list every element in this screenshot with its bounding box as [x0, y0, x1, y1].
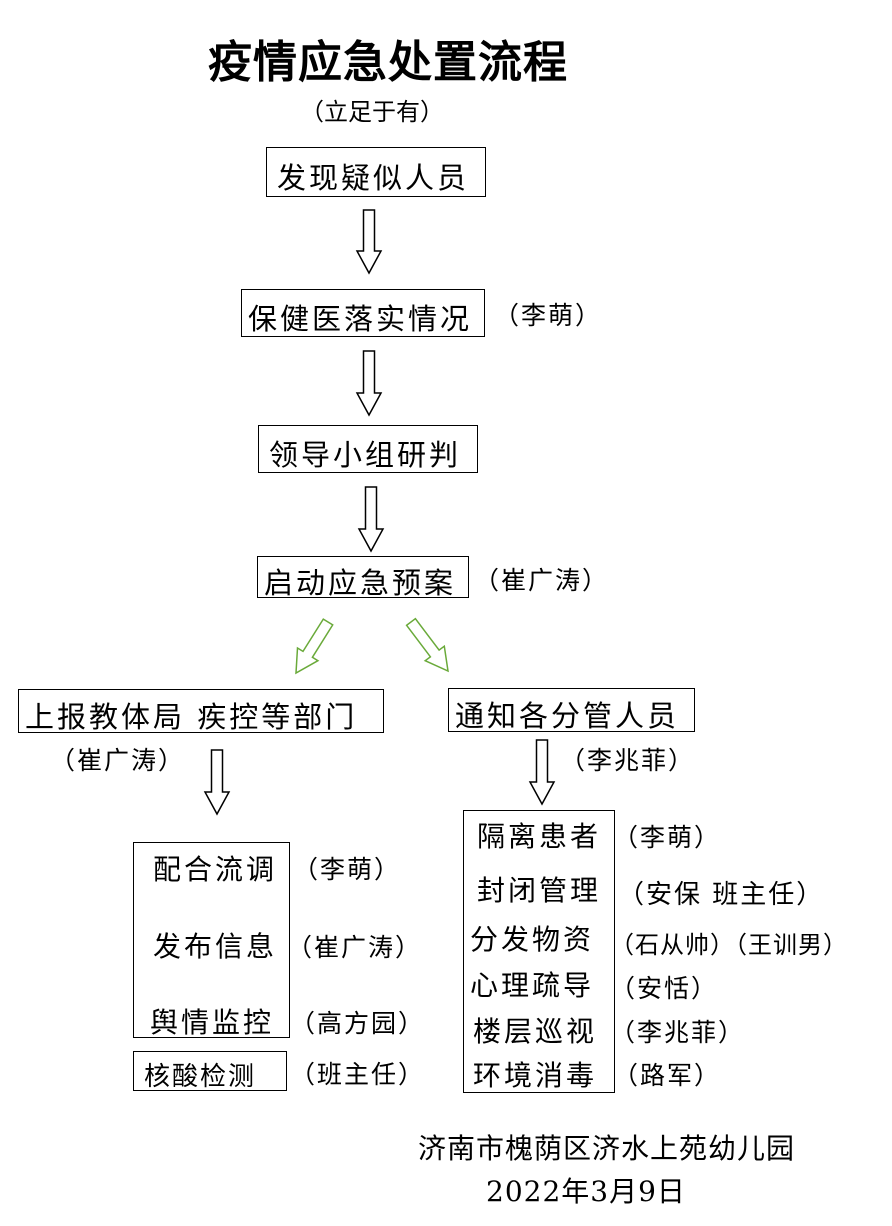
- step-judge-box: 领导小组研判: [258, 425, 478, 473]
- right-item-label: 环境消毒: [473, 1059, 598, 1092]
- left-item-label: 舆情监控: [150, 1006, 275, 1039]
- right-item-resp: （李萌）: [613, 823, 722, 852]
- left-item-resp: （高方园）: [290, 1009, 426, 1038]
- arrow-down-icon: [357, 486, 385, 553]
- left-item-resp: （李萌）: [293, 855, 402, 884]
- page-subtitle: （立足于有）: [300, 98, 444, 126]
- right-item-label: 楼层巡视: [473, 1015, 598, 1048]
- step-plan-box: 启动应急预案: [257, 556, 469, 600]
- footer-date: 2022年3月9日: [486, 1175, 686, 1208]
- arrow-down-icon: [355, 209, 383, 275]
- right-item-label: 分发物资: [470, 923, 595, 956]
- right-item-resp: （路军）: [613, 1061, 722, 1090]
- right-item-resp: （石从帅）（王训男）: [610, 931, 848, 959]
- nucleic-test-resp: （班主任）: [290, 1060, 426, 1089]
- step-plan-label: 启动应急预案: [264, 566, 457, 600]
- step-discover-box: 发现疑似人员: [266, 147, 486, 197]
- right-item-label: 隔离患者: [477, 820, 602, 853]
- right-item-resp: （安保 班主任）: [618, 880, 825, 910]
- left-branch-resp: （崔广涛）: [50, 746, 186, 775]
- step-plan-resp: （崔广涛）: [474, 566, 610, 595]
- right-item-label: 心理疏导: [470, 969, 595, 1002]
- step-doctor-box: 保健医落实情况: [241, 289, 485, 337]
- left-branch-label: 上报教体局 疾控等部门: [25, 700, 358, 734]
- nucleic-test-box: 核酸检测: [133, 1051, 287, 1092]
- step-discover-label: 发现疑似人员: [277, 161, 470, 195]
- nucleic-test-label: 核酸检测: [144, 1062, 257, 1092]
- arrow-down-icon: [203, 749, 231, 816]
- right-branch-box: 通知各分管人员: [448, 688, 695, 733]
- left-branch-box: 上报教体局 疾控等部门: [18, 689, 384, 734]
- arrow-down-icon: [355, 350, 383, 417]
- page-title: 疫情应急处置流程: [208, 37, 568, 88]
- step-doctor-resp: （李萌）: [494, 301, 603, 330]
- left-item-resp: （崔广涛）: [287, 933, 423, 962]
- left-items-box: [133, 842, 290, 1038]
- right-branch-label: 通知各分管人员: [455, 699, 680, 733]
- right-items-box: [463, 810, 615, 1093]
- arrow-branch-right-icon: [405, 617, 449, 673]
- step-doctor-label: 保健医落实情况: [248, 302, 473, 336]
- left-item-label: 配合流调: [153, 853, 278, 886]
- footer-org: 济南市槐荫区济水上苑幼儿园: [418, 1132, 796, 1165]
- right-item-resp: （李兆菲）: [610, 1018, 746, 1047]
- right-branch-resp: （李兆菲）: [560, 746, 696, 775]
- arrow-branch-left-icon: [295, 618, 334, 675]
- left-item-label: 发布信息: [153, 930, 278, 963]
- step-judge-label: 领导小组研判: [269, 438, 462, 472]
- right-item-label: 封闭管理: [477, 874, 602, 907]
- arrow-down-icon: [528, 739, 556, 806]
- right-item-resp: （安恬）: [610, 974, 719, 1003]
